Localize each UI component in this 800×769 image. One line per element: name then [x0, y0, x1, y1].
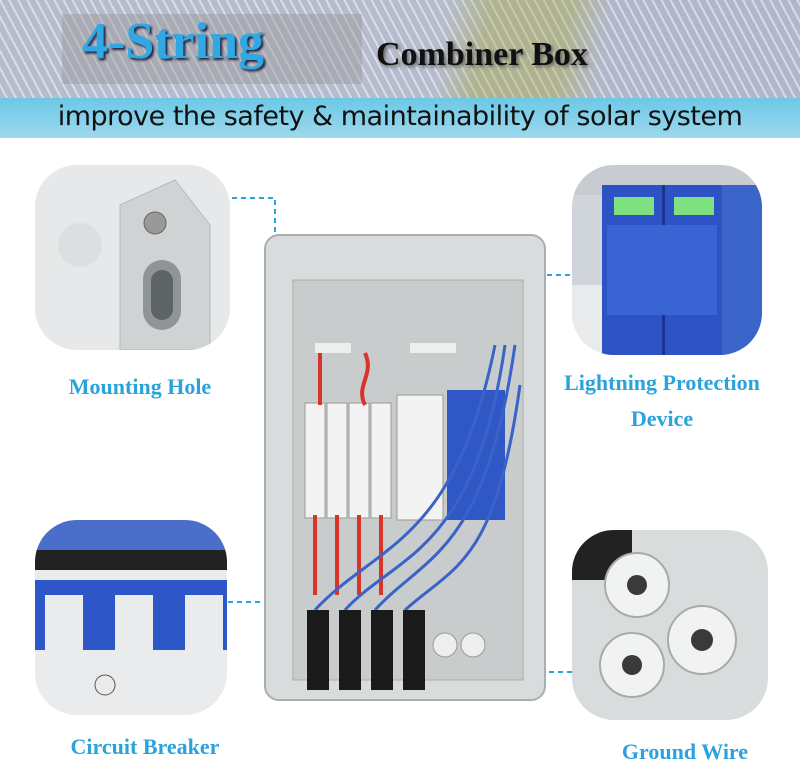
label-ground-wire: Ground Wire	[621, 739, 749, 764]
subtitle: improve the safety & maintainability of …	[57, 101, 743, 132]
solar-panel-banner	[0, 0, 800, 100]
circuit-breaker-photo	[35, 520, 227, 715]
label-lightning-line1: Lightning Protection	[564, 370, 760, 395]
label-lightning-line2: Device	[630, 406, 694, 431]
combiner-box-enclosure	[264, 234, 546, 701]
subtitle-stripe	[0, 98, 800, 138]
title-rest: Combiner Box	[376, 36, 588, 73]
lightning-protection-photo	[572, 165, 762, 355]
label-mounting-hole: Mounting Hole	[68, 374, 212, 399]
ground-wire-photo	[572, 530, 768, 720]
title-backdrop	[62, 14, 362, 84]
title-highlight: 4-String	[82, 13, 264, 70]
mounting-hole-photo	[35, 165, 230, 350]
label-circuit-breaker: Circuit Breaker	[70, 734, 220, 759]
